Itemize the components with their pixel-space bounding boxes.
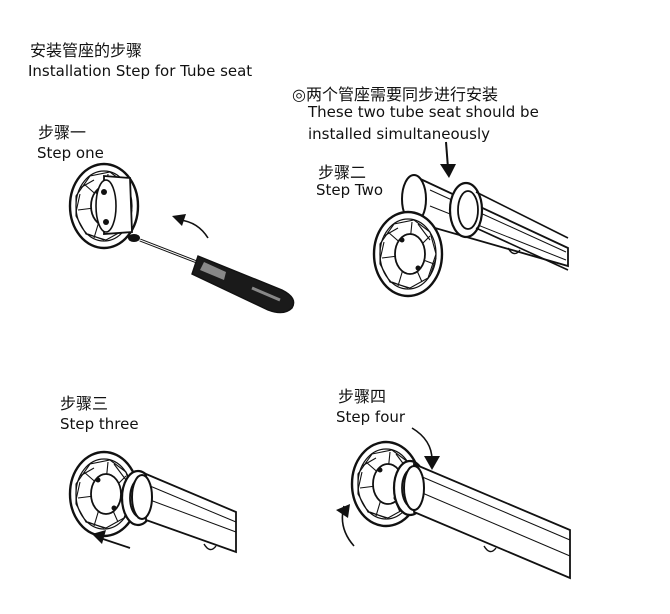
step-one-illustration bbox=[68, 162, 295, 314]
step-one-label-en: Step one bbox=[37, 144, 104, 162]
step-two-illustration bbox=[372, 141, 569, 298]
step-three-illustration bbox=[68, 450, 237, 554]
step-one-label-zh: 步骤一 bbox=[38, 123, 87, 142]
note-en-line1: These two tube seat should be bbox=[308, 103, 539, 121]
step-four-illustration bbox=[336, 427, 571, 580]
step-three-label-zh: 步骤三 bbox=[60, 394, 109, 413]
note-en-line2: installed simultaneously bbox=[308, 125, 491, 143]
title-zh: 安装管座的步骤 bbox=[30, 41, 143, 60]
step-two-label-en: Step Two bbox=[316, 181, 384, 199]
step-four-label-zh: 步骤四 bbox=[338, 387, 387, 406]
step-four-label-en: Step four bbox=[336, 408, 406, 426]
step-two-label-zh: 步骤二 bbox=[318, 163, 367, 182]
title-en: Installation Step for Tube seat bbox=[28, 62, 253, 80]
step-three-label-en: Step three bbox=[60, 415, 139, 433]
note-zh: ◎两个管座需要同步进行安装 bbox=[292, 85, 498, 104]
